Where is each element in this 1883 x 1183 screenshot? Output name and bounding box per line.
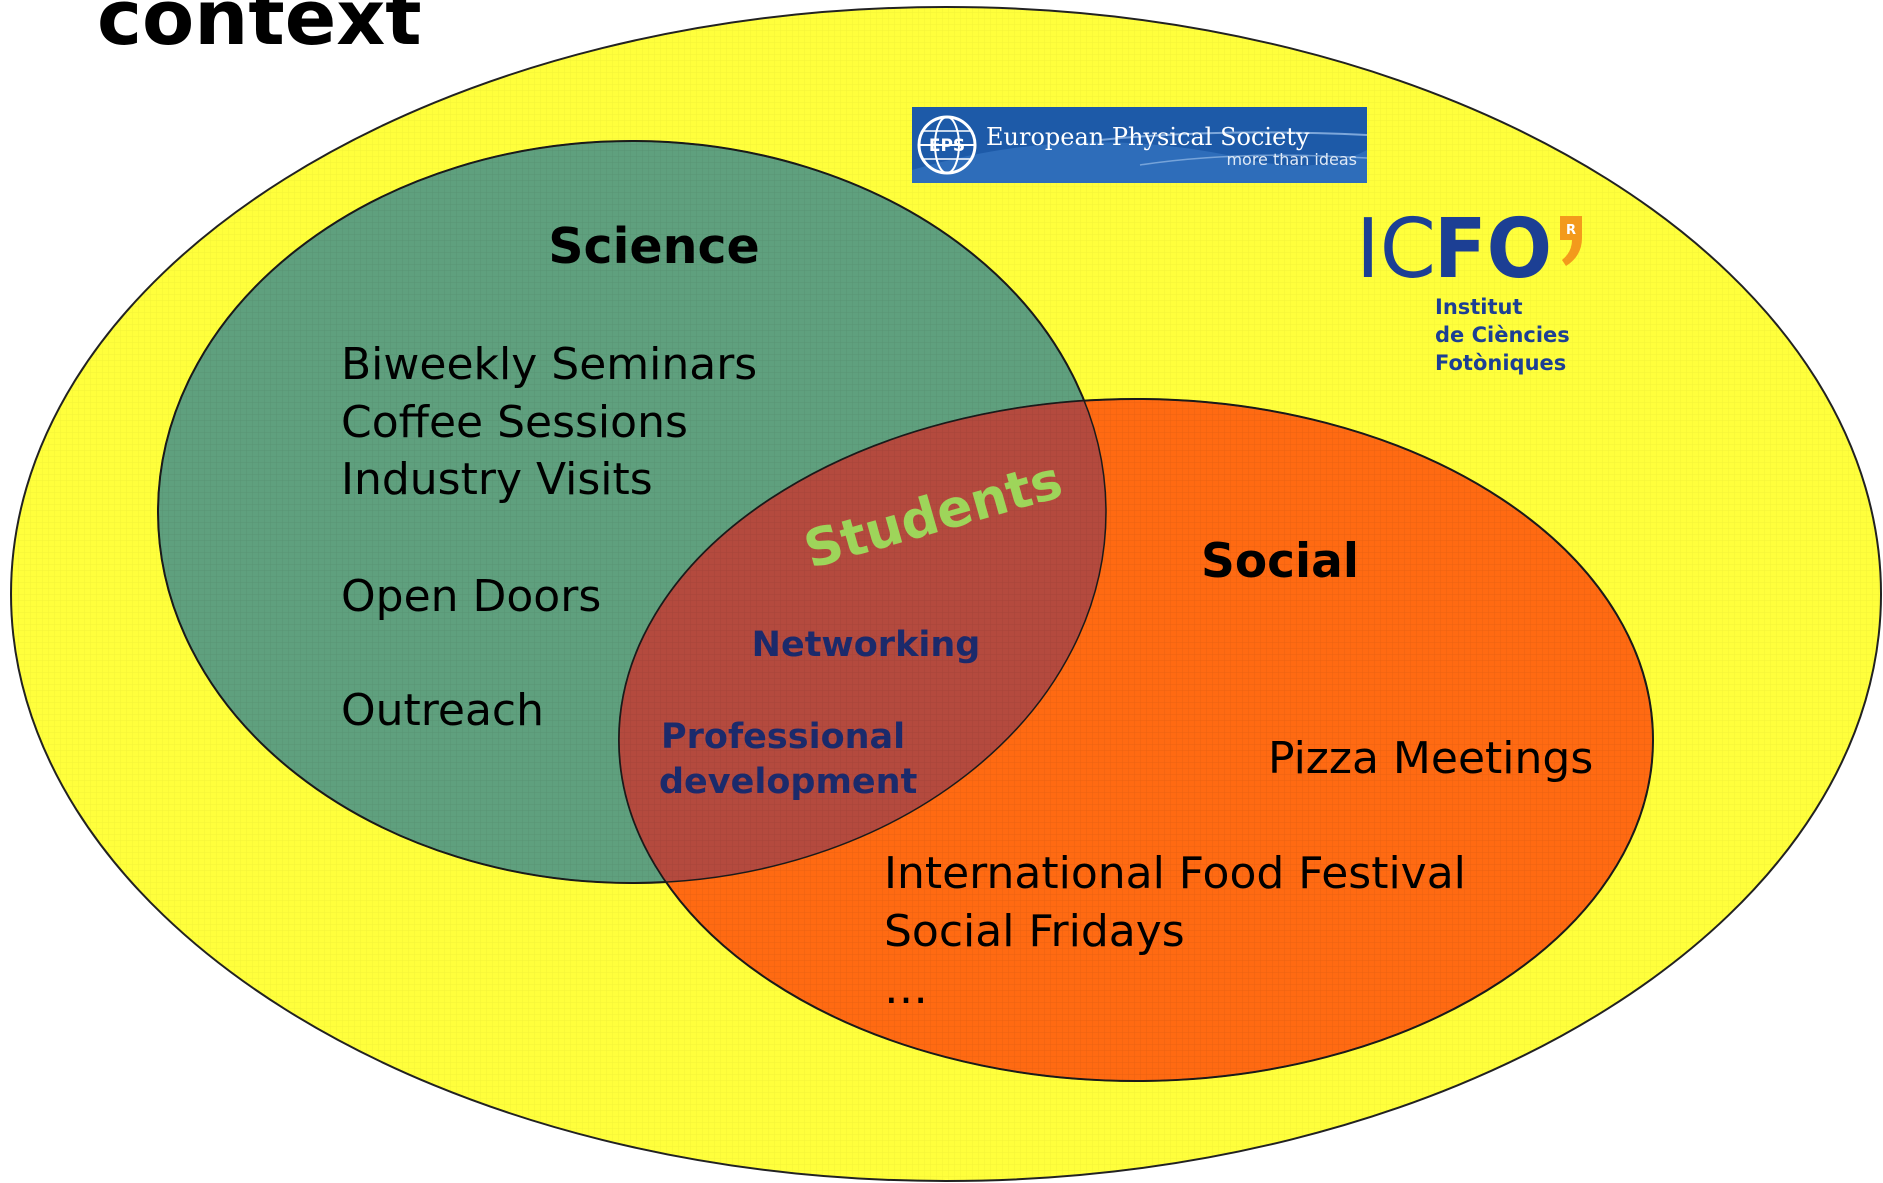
icfo-subtitle-line: Institut <box>1435 295 1523 319</box>
eps-mark: EPS <box>929 136 965 156</box>
overlap-texture <box>619 399 1106 883</box>
science-item: Outreach <box>341 685 544 736</box>
icfo-wordmark-ic: IC <box>1356 202 1436 297</box>
icfo-subtitle-line: Fotòniques <box>1435 351 1566 375</box>
social-item: International Food Festival <box>884 848 1466 899</box>
icfo-wordmark-fo: FO <box>1434 202 1552 297</box>
science-outline <box>157 140 1107 884</box>
science-item: Biweekly Seminars <box>341 339 757 390</box>
science-heading: Science <box>548 218 760 275</box>
icfo-orange-mark <box>1560 216 1582 266</box>
overlap-item: Networking <box>752 625 981 665</box>
social-item: Pizza Meetings <box>1268 733 1593 784</box>
icfo-logo: IC FO R Institut de Ciències Fotòniques <box>1356 202 1582 375</box>
social-outline <box>618 398 1654 1082</box>
social-heading: Social <box>1201 534 1359 589</box>
science-item: Coffee Sessions <box>341 397 688 448</box>
eps-tagline: more than ideas <box>1226 150 1357 169</box>
slide-title-fragment: context <box>97 0 422 62</box>
science-item: Open Doors <box>341 571 601 622</box>
overlap-item: development <box>659 762 917 802</box>
icfo-registered-mark: R <box>1566 223 1576 238</box>
eps-logo: EPS European Physical Society more than … <box>912 107 1367 183</box>
globe-icon <box>917 115 977 175</box>
science-item: Industry Visits <box>341 454 653 505</box>
eps-name: European Physical Society <box>986 123 1310 151</box>
social-item: Social Fridays <box>884 906 1185 957</box>
social-item: … <box>884 963 928 1014</box>
icfo-subtitle-line: de Ciències <box>1435 323 1570 347</box>
overlap-item: Professional <box>661 717 905 757</box>
